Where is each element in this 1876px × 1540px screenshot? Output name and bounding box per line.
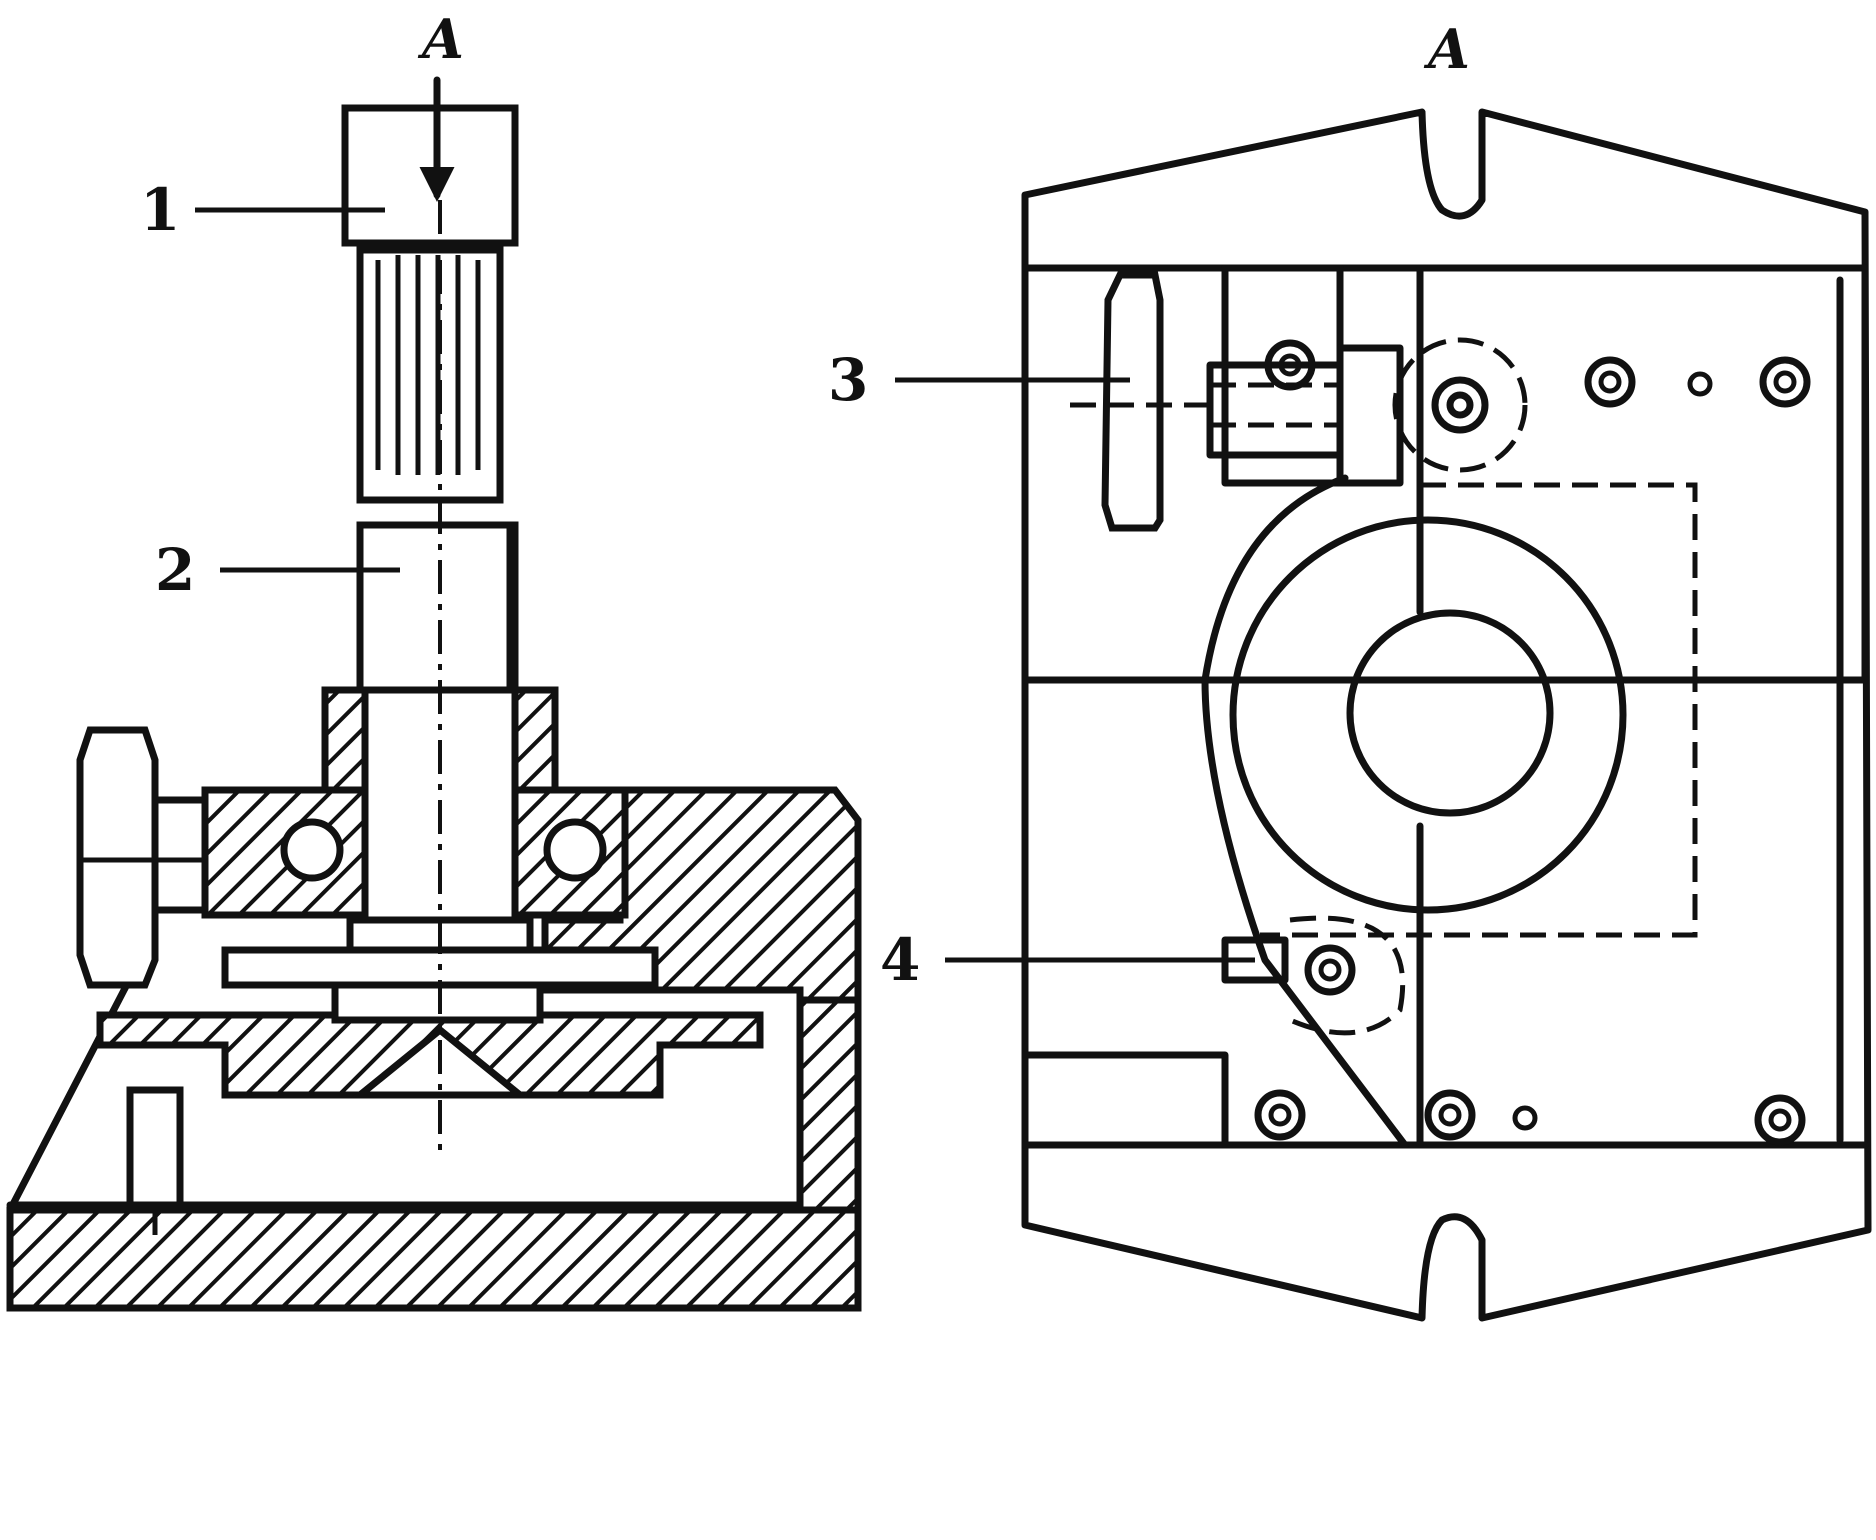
section-view: A 1 2 (6, 7, 862, 1312)
hidden-outline (1260, 482, 1698, 938)
bolt-hole (1264, 339, 1316, 391)
clamp-ring-inner (1346, 609, 1554, 817)
bolt-hole (1584, 356, 1636, 408)
pivot-pin (1304, 944, 1356, 996)
small-hole (1687, 371, 1713, 397)
bearing-housing-right (511, 786, 629, 919)
top-cap (341, 104, 519, 247)
clamp-lever (1201, 474, 1409, 1149)
collar-right (511, 686, 559, 794)
bolt-hole (1754, 1094, 1806, 1146)
callout-1: 1 (140, 176, 180, 244)
hidden-bearing-circle (1392, 337, 1528, 473)
lower-pin (126, 1086, 184, 1209)
side-wall (796, 996, 862, 1214)
view-label-a: A (1423, 17, 1470, 81)
handwheel-hub (151, 796, 209, 914)
small-hole (1512, 1105, 1538, 1131)
bolt-hole (1759, 356, 1811, 408)
pivot-top (1431, 376, 1489, 434)
lower-band (1021, 1051, 1229, 1149)
ball-right (543, 818, 607, 882)
collar-left (321, 686, 369, 794)
clamp-ring-outer (1229, 516, 1627, 914)
base-plate (6, 1206, 862, 1312)
screw-nut (1336, 344, 1404, 487)
ball-left (280, 818, 344, 882)
screw-block (1221, 264, 1344, 487)
bolt-hole (1254, 1089, 1306, 1141)
bolt-hole (1424, 1089, 1476, 1141)
callout-2: 2 (155, 536, 195, 604)
plate-outline (1021, 108, 1872, 1322)
knob-3 (1101, 271, 1164, 532)
spindle-body (356, 521, 514, 694)
section-label-a: A (417, 7, 464, 71)
callout-4: 4 (880, 926, 920, 994)
callout-3: 3 (828, 346, 868, 414)
view-a: A 3 4 (828, 17, 1872, 1322)
